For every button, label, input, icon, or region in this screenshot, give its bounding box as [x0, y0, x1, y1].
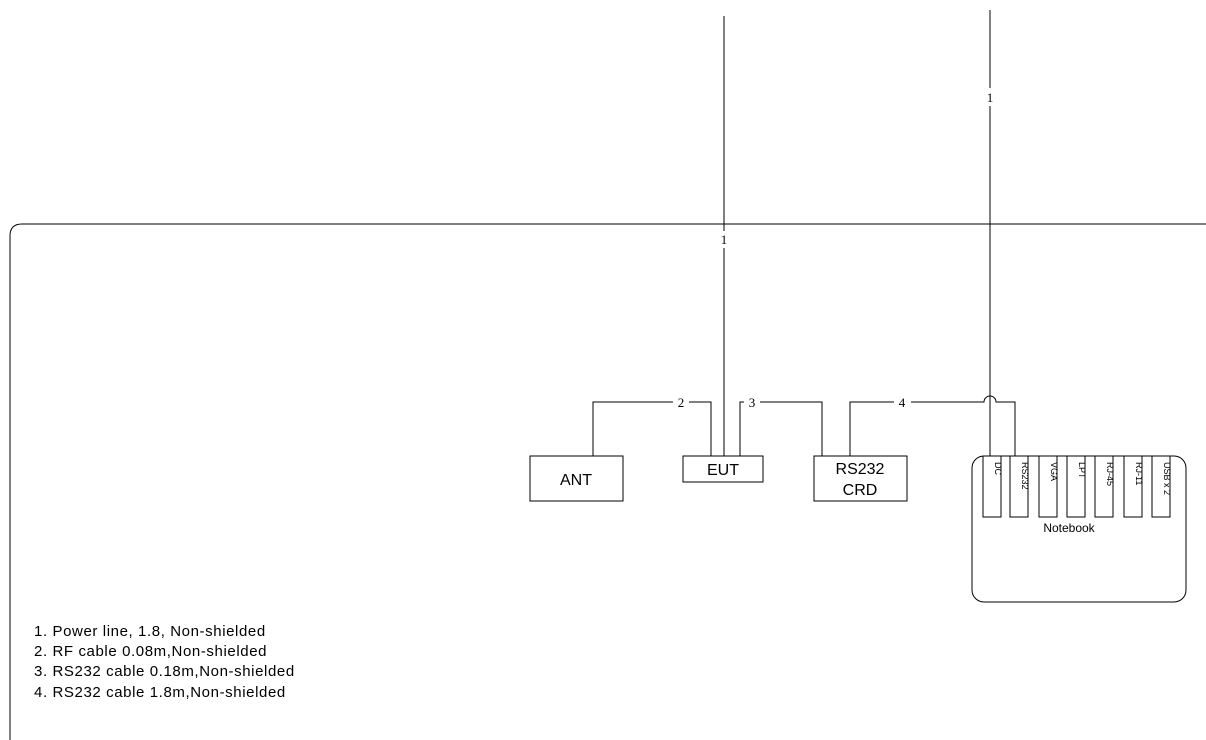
port-slot — [1151, 455, 1171, 518]
port-slot — [1066, 455, 1086, 518]
legend-item: 1. Power line, 1.8, Non-shielded — [34, 623, 266, 640]
test-table-outline — [9, 223, 1206, 740]
notebook-power-cable-number: 1 — [987, 90, 994, 105]
port-label: RJ-45 — [1105, 462, 1115, 486]
eut-box — [682, 455, 764, 483]
notebook-ports: DC RS232 VGA LPT RJ-45 RJ-11 USB x 2 — [982, 455, 1172, 518]
ant-box — [529, 455, 624, 502]
legend-item: 4. RS232 cable 1.8m,Non-shielded — [34, 684, 286, 701]
port-label: DC — [993, 462, 1003, 475]
rf-cable-number: 2 — [678, 395, 685, 410]
port-label: RJ-11 — [1134, 462, 1144, 485]
port-label: RS232 — [1020, 462, 1030, 490]
legend-item: 3. RS232 cable 0.18m,Non-shielded — [34, 663, 295, 680]
port-slot — [1038, 455, 1058, 518]
eut-power-cable-number: 1 — [721, 232, 728, 247]
rs232-short-cable-line — [739, 401, 823, 456]
notebook-label: Notebook — [1043, 521, 1095, 535]
rs232-crd-box — [813, 455, 908, 502]
rs232-long-cable-line — [849, 395, 1016, 459]
rs232-short-cable-number: 3 — [749, 395, 756, 410]
port-label: VGA — [1049, 462, 1059, 481]
eut-label: EUT — [707, 462, 739, 479]
cable-legend: 1. Power line, 1.8, Non-shielded 2. RF c… — [34, 623, 295, 701]
rs232-crd-label-line1: RS232 — [836, 461, 885, 478]
port-slot — [1094, 455, 1114, 518]
port-label: USB x 2 — [1162, 462, 1172, 495]
rs232-long-cable-number: 4 — [899, 395, 906, 410]
port-label: LPT — [1077, 462, 1087, 479]
port-slot — [1123, 455, 1143, 518]
ant-label: ANT — [560, 472, 592, 489]
port-slot — [1009, 455, 1029, 518]
port-slot — [982, 455, 1002, 518]
rf-cable-line — [592, 401, 712, 456]
legend-item: 2. RF cable 0.08m,Non-shielded — [34, 643, 267, 660]
rs232-crd-label-line2: CRD — [843, 482, 878, 499]
